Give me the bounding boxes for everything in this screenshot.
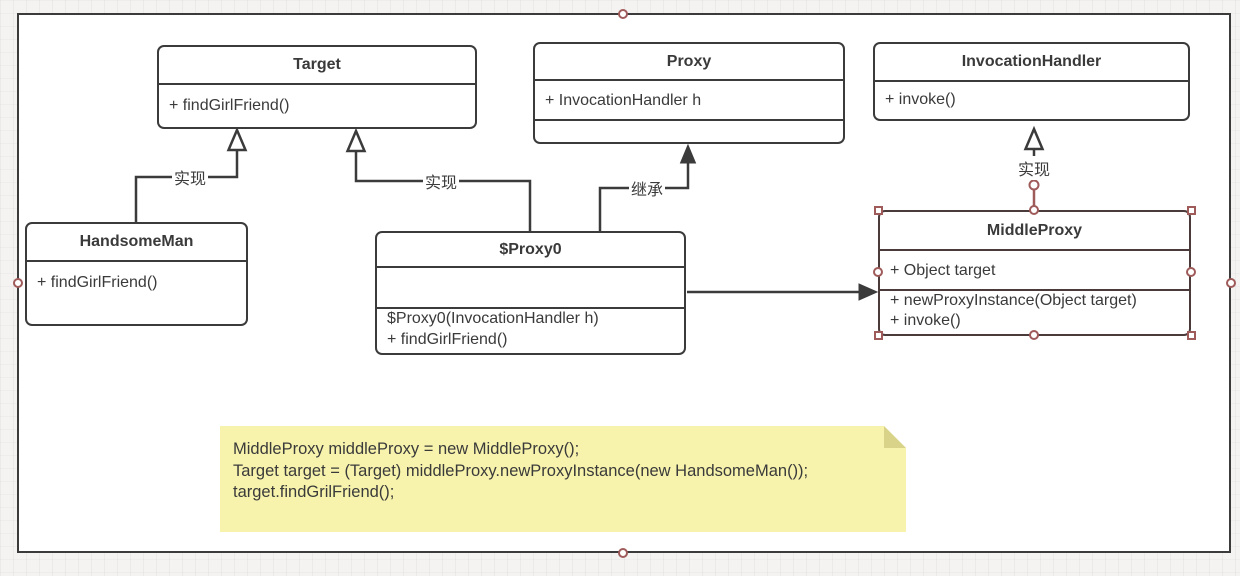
hollow-arrowhead xyxy=(345,127,367,153)
class-constructor: $Proxy0(InvocationHandler h) xyxy=(387,310,599,327)
class-box-middleproxy[interactable]: MiddleProxy + Object target + newProxyIn… xyxy=(878,210,1191,336)
selection-handle-nw[interactable] xyxy=(873,205,883,215)
selection-handle-se[interactable] xyxy=(1186,330,1196,340)
edge-proxy0-to-middleproxy[interactable] xyxy=(687,283,879,301)
code-line: target.findGrilFriend(); xyxy=(233,483,395,501)
selection-handle-sw[interactable] xyxy=(873,330,883,340)
class-box-target[interactable]: Target + findGirlFriend() xyxy=(157,45,477,129)
class-box-proxy[interactable]: Proxy + InvocationHandler h xyxy=(533,42,845,144)
canvas-anchor-right[interactable] xyxy=(1225,278,1236,288)
edge-label-realize-right[interactable]: 实现 xyxy=(1015,156,1053,180)
selection-handle-ne[interactable] xyxy=(1186,205,1196,215)
class-title: MiddleProxy xyxy=(880,212,1189,251)
class-title: InvocationHandler xyxy=(875,44,1188,82)
code-line: Target target = (Target) middleProxy.new… xyxy=(233,461,809,480)
filled-arrowhead xyxy=(679,143,697,164)
class-member: + InvocationHandler h xyxy=(535,81,843,121)
hollow-arrowhead xyxy=(226,126,248,152)
class-empty-section xyxy=(535,121,843,138)
class-field: + Object target xyxy=(880,251,1189,291)
class-empty-section xyxy=(377,268,684,309)
class-method: + newProxyInstance(Object target) xyxy=(890,292,1137,309)
selection-handle-s[interactable] xyxy=(1029,330,1039,340)
class-box-handsomeman[interactable]: HandsomeMan + findGirlFriend() xyxy=(25,222,248,326)
canvas-anchor-top[interactable] xyxy=(618,8,628,19)
selection-handle-e[interactable] xyxy=(1186,267,1196,277)
class-title: HandsomeMan xyxy=(27,224,246,262)
class-member: + findGirlFriend() xyxy=(37,274,158,291)
class-box-invocationhandler[interactable]: InvocationHandler + invoke() xyxy=(873,42,1190,121)
code-line: MiddleProxy middleProxy = new MiddleProx… xyxy=(233,440,580,458)
code-note[interactable]: MiddleProxy middleProxy = new MiddleProx… xyxy=(220,426,906,532)
canvas-anchor-left[interactable] xyxy=(12,278,23,288)
edge-endpoint-handle[interactable] xyxy=(1028,179,1040,191)
class-member: + findGirlFriend() xyxy=(169,97,290,114)
class-method: + invoke() xyxy=(890,312,961,329)
selection-handle-w[interactable] xyxy=(873,267,883,277)
class-title: $Proxy0 xyxy=(377,233,684,268)
edge-label-realize-left[interactable]: 实现 xyxy=(171,165,209,189)
class-method: + findGirlFriend() xyxy=(387,331,508,348)
selection-handle-n[interactable] xyxy=(1029,205,1039,215)
filled-arrowhead xyxy=(858,283,879,301)
class-title: Proxy xyxy=(535,44,843,81)
edge-label-realize-center[interactable]: 实现 xyxy=(422,169,460,193)
class-title: Target xyxy=(159,47,475,85)
class-member: + invoke() xyxy=(885,90,956,108)
canvas-anchor-bottom[interactable] xyxy=(618,548,628,558)
class-box-proxy0[interactable]: $Proxy0 $Proxy0(InvocationHandler h) + f… xyxy=(375,231,686,355)
edge-label-inherit[interactable]: 继承 xyxy=(628,176,666,200)
hollow-arrowhead xyxy=(1023,125,1045,151)
